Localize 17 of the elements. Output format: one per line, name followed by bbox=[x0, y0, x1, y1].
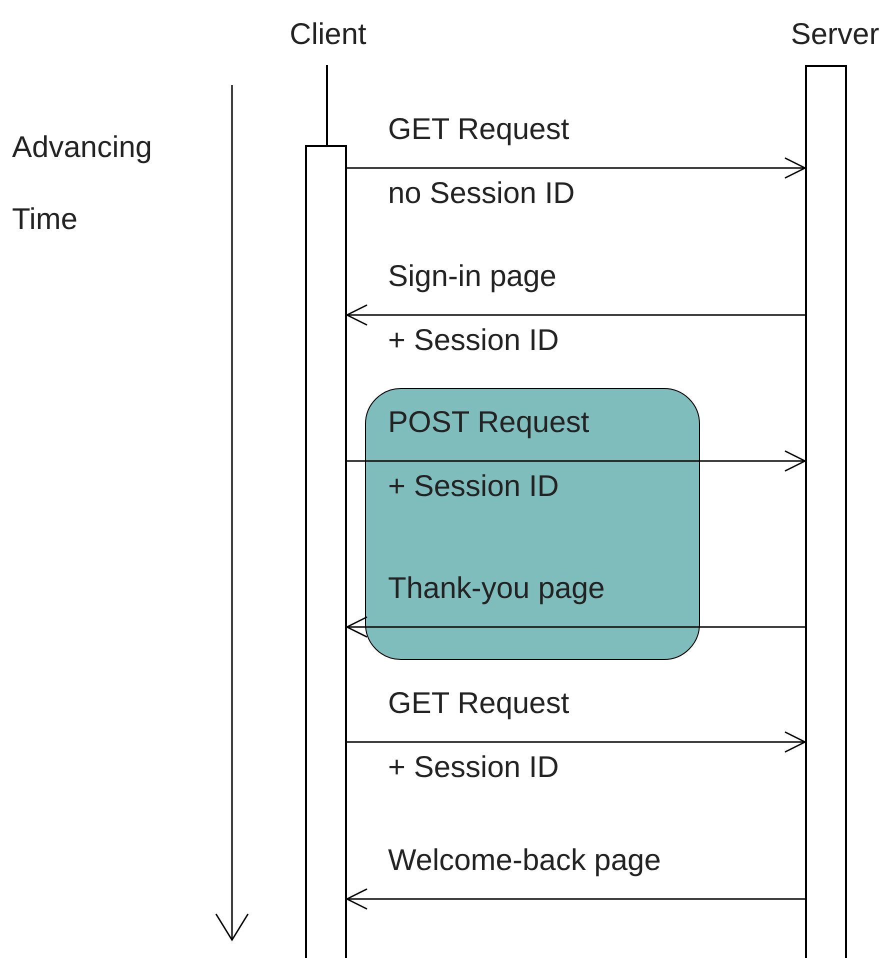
activation-bar bbox=[805, 65, 847, 958]
edge-label: Sign-in page + Session ID bbox=[388, 259, 559, 359]
axis-label: Advancing Time bbox=[12, 130, 154, 238]
arrow bbox=[347, 731, 806, 753]
arrow bbox=[347, 157, 806, 179]
arrow bbox=[346, 616, 805, 638]
edge-label: Thank-you page bbox=[388, 571, 605, 607]
edge-label: POST Request + Session ID bbox=[388, 405, 590, 505]
edge-label: GET Request + Session ID bbox=[388, 686, 570, 786]
arrow bbox=[347, 450, 806, 472]
lifeline-title: Client bbox=[290, 18, 366, 52]
arrow bbox=[346, 888, 805, 910]
edge-label: GET Request no Session ID bbox=[388, 112, 575, 212]
arrow bbox=[346, 304, 805, 326]
edge-label: Welcome-back page bbox=[388, 843, 661, 879]
lifeline-title: Server bbox=[790, 18, 880, 52]
activation-bar bbox=[305, 145, 347, 958]
